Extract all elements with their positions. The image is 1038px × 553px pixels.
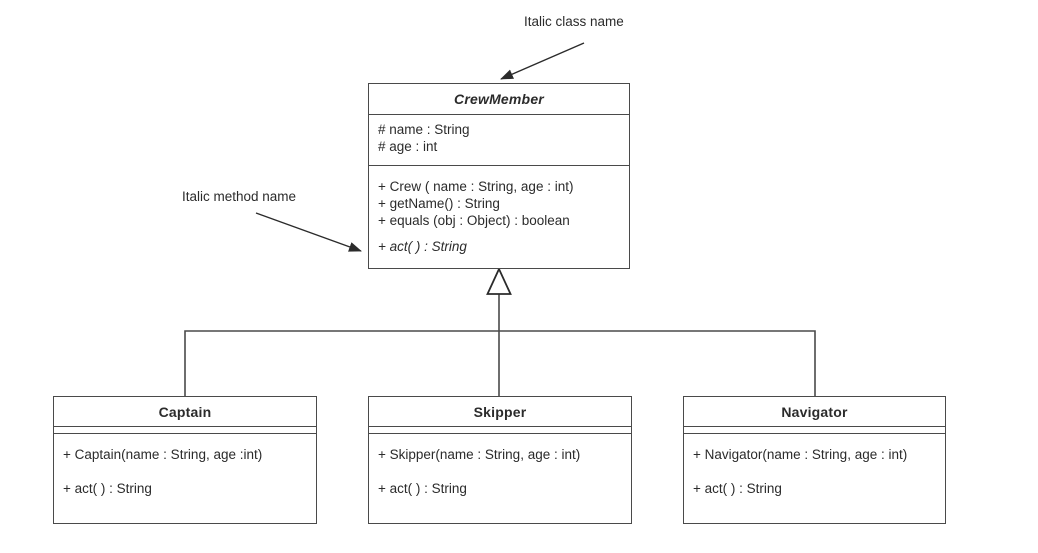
methods-compartment-captain: + Captain(name : String, age :int) + act… (54, 434, 316, 523)
method-line: + getName() : String (378, 196, 500, 211)
attributes-compartment-skipper (369, 427, 631, 434)
attribute-line: # name : String (378, 122, 470, 137)
method-line: + Navigator(name : String, age : int) (693, 447, 908, 462)
class-box-skipper: Skipper + Skipper(name : String, age : i… (368, 396, 632, 524)
class-box-crewmember: CrewMember # name : String # age : int +… (368, 83, 630, 269)
abstract-method-line: + act( ) : String (378, 239, 467, 254)
method-line: + act( ) : String (378, 481, 467, 496)
attribute-line: # age : int (378, 139, 438, 154)
method-line: + Skipper(name : String, age : int) (378, 447, 581, 462)
methods-compartment-skipper: + Skipper(name : String, age : int) + ac… (369, 434, 631, 523)
methods-compartment-navigator: + Navigator(name : String, age : int) + … (684, 434, 945, 523)
method-line: + act( ) : String (63, 481, 152, 496)
method-line: + Captain(name : String, age :int) (63, 447, 263, 462)
method-line: + act( ) : String (693, 481, 782, 496)
class-name-skipper: Skipper (369, 397, 631, 427)
methods-compartment-crewmember: + Crew ( name : String, age : int) + get… (369, 166, 629, 268)
generalization-branch-lines (184, 330, 816, 396)
class-box-captain: Captain + Captain(name : String, age :in… (53, 396, 317, 524)
annotation-italic-class-name: Italic class name (524, 14, 624, 29)
class-name-crewmember: CrewMember (369, 84, 629, 115)
attributes-compartment-navigator (684, 427, 945, 434)
generalization-triangle-icon (486, 266, 512, 295)
attributes-compartment-captain (54, 427, 316, 434)
method-line: + equals (obj : Object) : boolean (378, 213, 570, 228)
class-box-navigator: Navigator + Navigator(name : String, age… (683, 396, 946, 524)
annotation-italic-method-name: Italic method name (182, 189, 297, 204)
class-name-navigator: Navigator (684, 397, 945, 427)
method-line: + Crew ( name : String, age : int) (378, 179, 574, 194)
method-name-note-arrow (255, 212, 362, 252)
attributes-compartment-crewmember: # name : String # age : int (369, 115, 629, 166)
class-name-captain: Captain (54, 397, 316, 427)
class-name-note-arrow (500, 42, 585, 80)
